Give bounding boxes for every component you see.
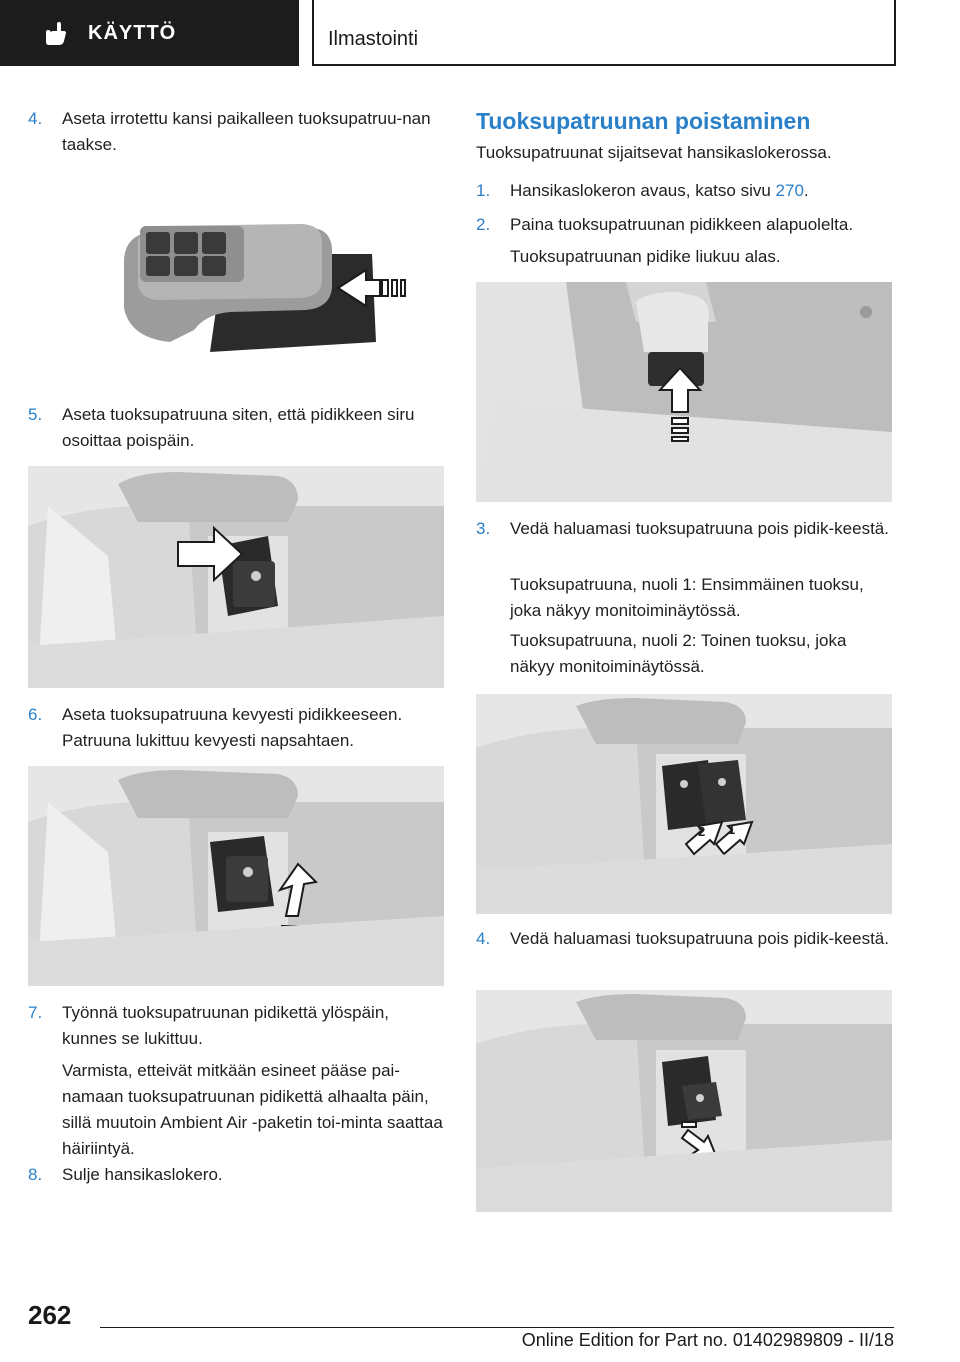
- step-7-left: 7. Työnnä tuoksupatruunan pidikettä ylös…: [28, 1000, 444, 1052]
- footer-divider: [100, 1327, 894, 1328]
- step-number: 7.: [28, 1003, 43, 1022]
- page-reference-link[interactable]: 270: [775, 181, 804, 200]
- step-2-note: Tuoksupatruunan pidike liukuu alas.: [510, 247, 781, 266]
- step-1-right: 1. Hansikaslokeron avaus, katso sivu 270…: [476, 178, 892, 204]
- page-number: 262: [28, 1300, 72, 1330]
- step-6-left: 6. Aseta tuoksupatruuna kevyesti pidikke…: [28, 702, 444, 754]
- chapter-title: Ilmastointi: [328, 28, 419, 50]
- step-5-left: 5. Aseta tuoksupatruuna siten, että pidi…: [28, 402, 444, 454]
- step-3-note-2: Tuoksupatruuna, nuoli 2: Toinen tuoksu, …: [510, 631, 847, 676]
- step-text: Paina tuoksupatruunan pidikkeen alapuole…: [510, 215, 854, 234]
- step-1-end: .: [803, 181, 809, 200]
- step-text: Hansikaslokeron avaus, katso sivu 270.: [510, 178, 892, 204]
- step-text: Aseta irrotettu kansi paikalleen tuoksup…: [62, 109, 431, 154]
- step-text: Sulje hansikaslokero.: [62, 1165, 223, 1184]
- step-3-right: 3. Vedä haluamasi tuoksupatruuna pois pi…: [476, 516, 892, 542]
- step-number: 3.: [476, 519, 491, 538]
- step-7-note: Varmista, etteivät mitkään esineet pääse…: [62, 1061, 443, 1158]
- step-text: Työnnä tuoksupatruunan pidikettä ylöspäi…: [62, 1003, 390, 1048]
- step-4-left: 4. Aseta irrotettu kansi paikalleen tuok…: [28, 106, 444, 158]
- step-text: Aseta tuoksupatruuna siten, että pidikke…: [62, 405, 415, 450]
- step-2-right: 2. Paina tuoksupatruunan pidikkeen alapu…: [476, 212, 892, 238]
- step-text: Aseta tuoksupatruuna kevyesti pidikkeese…: [62, 705, 403, 750]
- section-tab[interactable]: KÄYTTÖ: [0, 0, 299, 66]
- step-8-left: 8. Sulje hansikaslokero.: [28, 1162, 444, 1188]
- step-number: 5.: [28, 405, 43, 424]
- intro-text: Tuoksupatruunat sijaitsevat hansikasloke…: [476, 143, 832, 162]
- step-4-right: 4. Vedä haluamasi tuoksupatruuna pois pi…: [476, 926, 892, 952]
- step-number: 1.: [476, 181, 491, 200]
- glovebox-illustration-step5: [28, 466, 444, 688]
- step-number: 8.: [28, 1165, 43, 1184]
- edition-info: Online Edition for Part no. 01402989809 …: [521, 1330, 894, 1350]
- arrow-label-1: 1: [728, 822, 735, 837]
- step-text: Vedä haluamasi tuoksupatruuna pois pidik…: [510, 519, 889, 538]
- chapter-title-box: Ilmastointi: [312, 0, 896, 66]
- arrow-label-2: 2: [698, 824, 705, 839]
- step-3-note-1: Tuoksupatruuna, nuoli 1: Ensimmäinen tuo…: [510, 575, 864, 620]
- glovebox-illustration-step3: 2 1: [476, 694, 892, 914]
- section-heading: Tuoksupatruunan poistaminen: [476, 108, 811, 134]
- step-number: 4.: [476, 929, 491, 948]
- step-number: 6.: [28, 705, 43, 724]
- step-text: Vedä haluamasi tuoksupatruuna pois pidik…: [510, 929, 889, 948]
- glovebox-illustration-step6: [28, 766, 444, 986]
- cartridge-illustration: [110, 212, 420, 362]
- glovebox-illustration-step4: [476, 990, 892, 1212]
- step-number: 4.: [28, 109, 43, 128]
- step-number: 2.: [476, 215, 491, 234]
- step-1-text: Hansikaslokeron avaus, katso sivu: [510, 181, 776, 200]
- section-label: KÄYTTÖ: [88, 21, 177, 44]
- hand-pointer-icon: [46, 22, 66, 45]
- glovebox-illustration-step2: [476, 282, 892, 502]
